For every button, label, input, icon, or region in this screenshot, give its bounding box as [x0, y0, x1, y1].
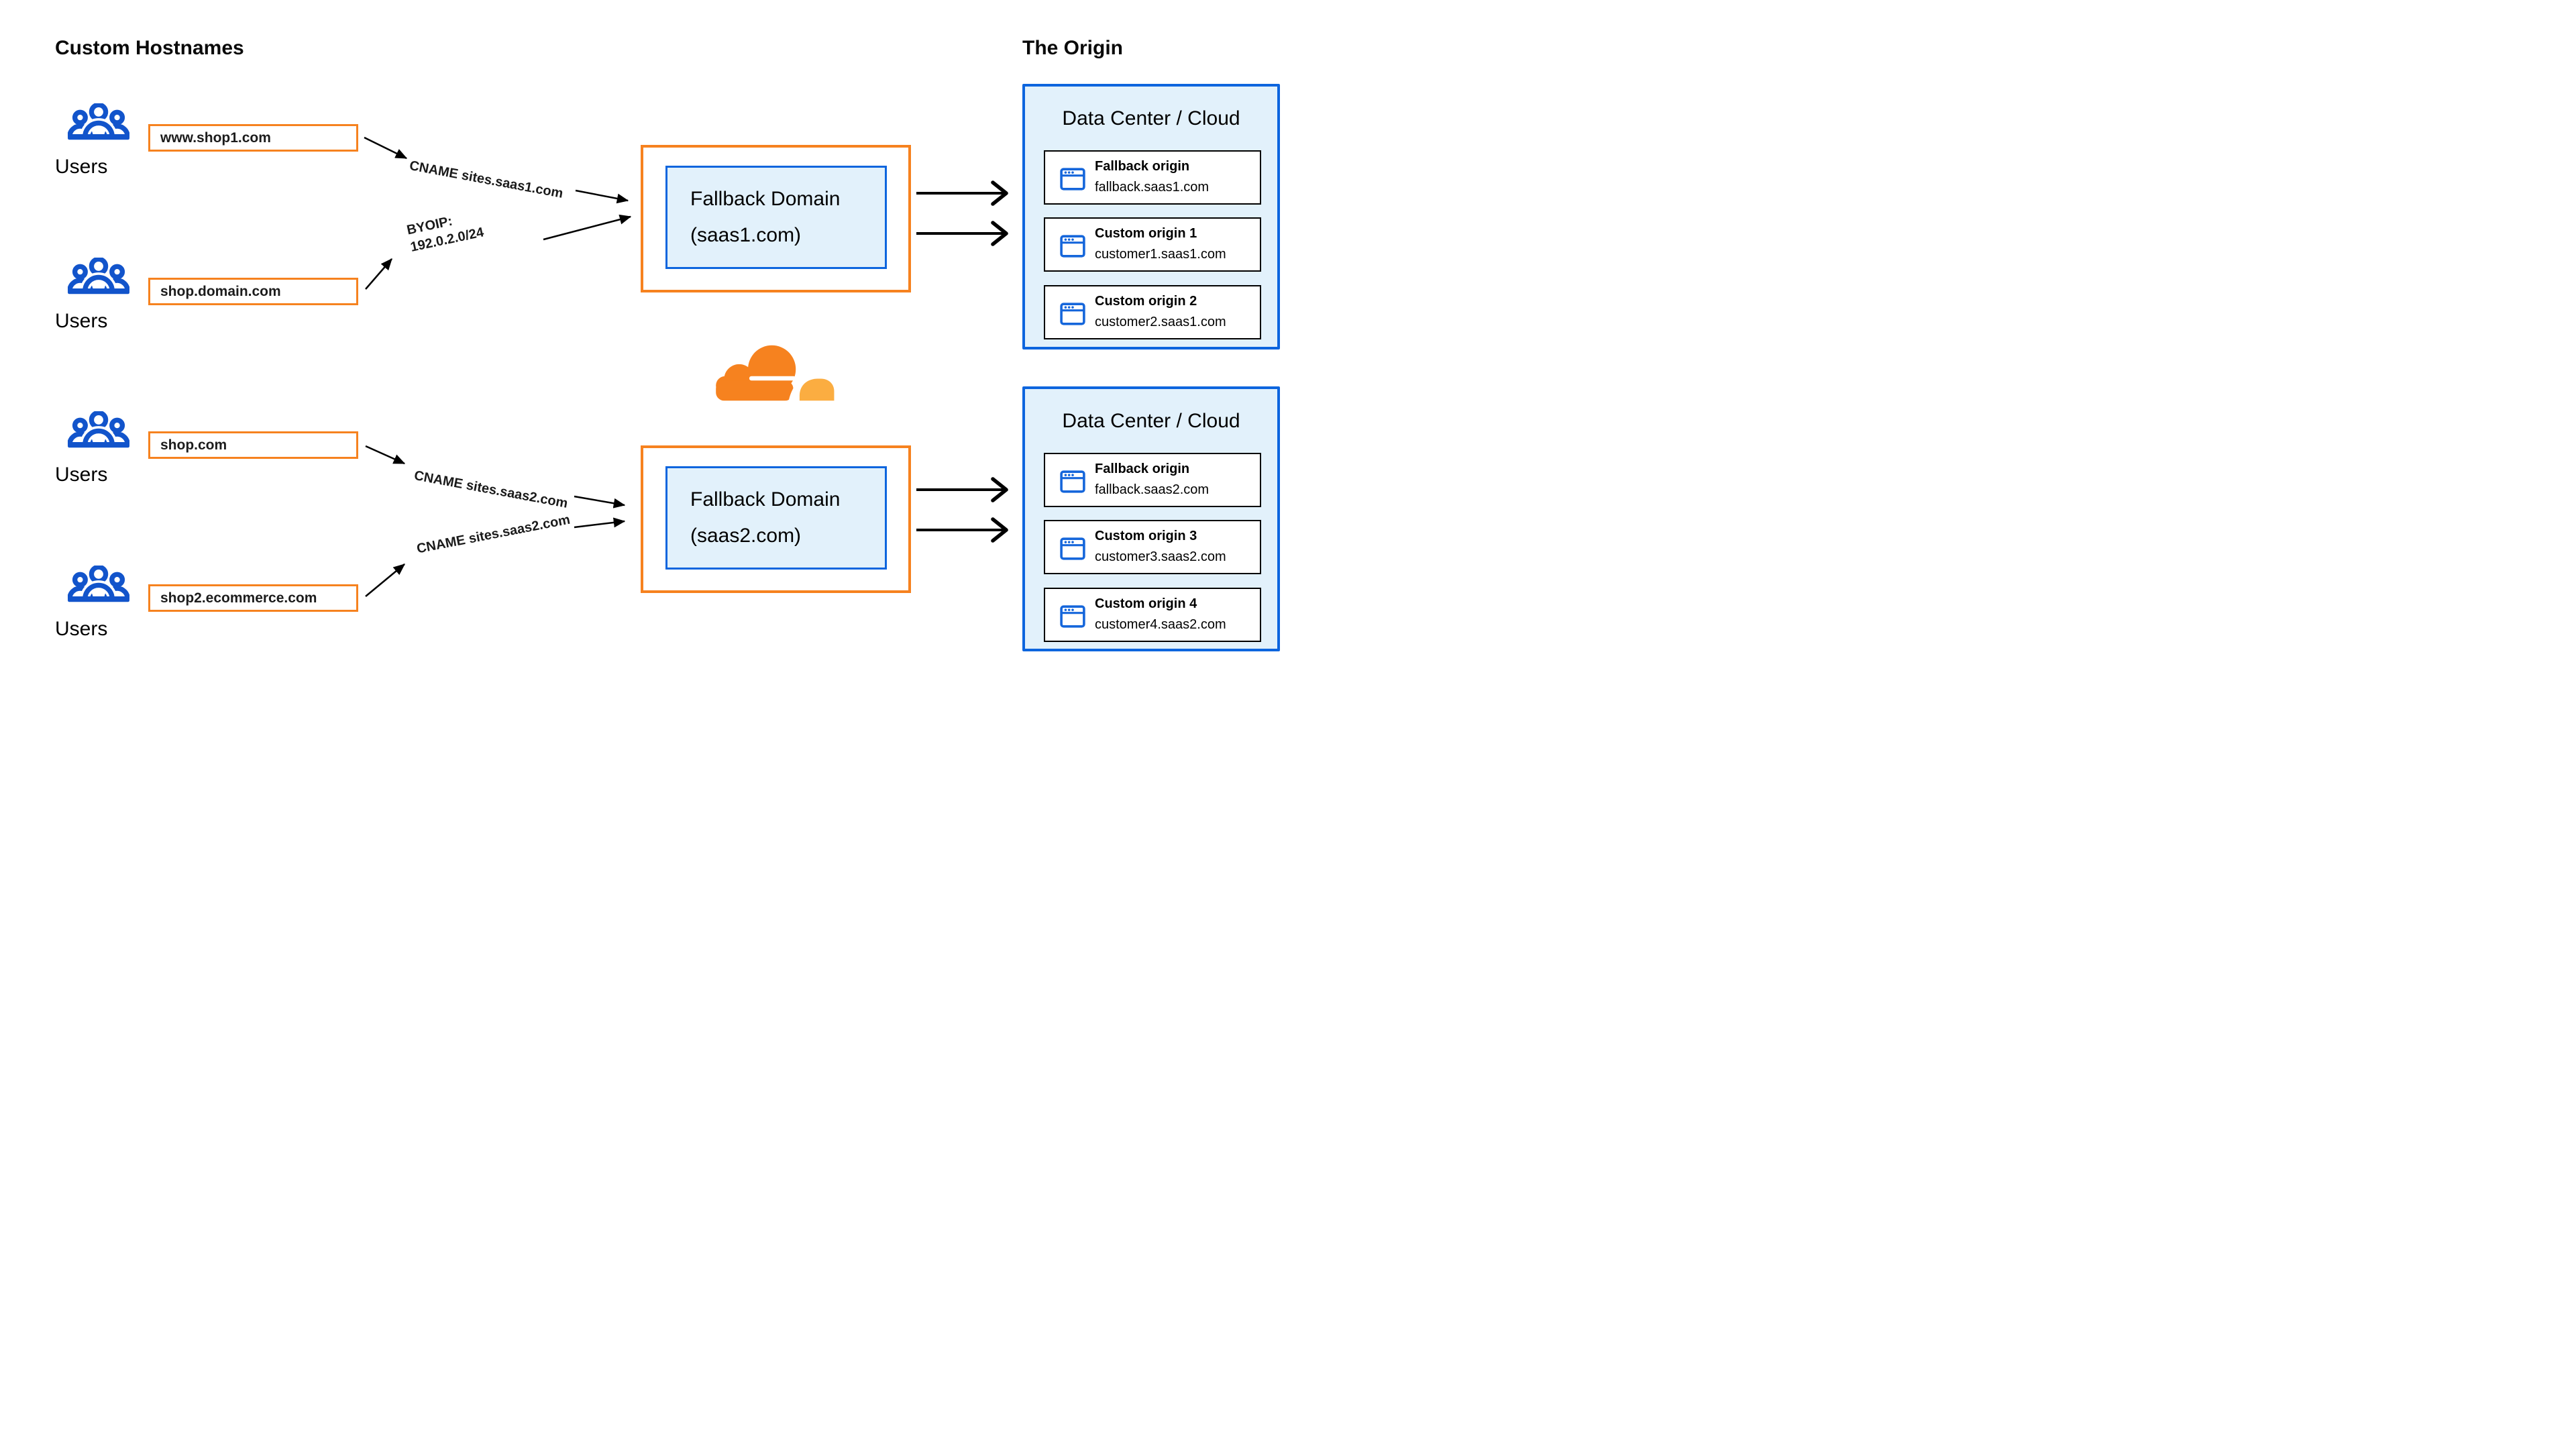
fallback-domain-zone-saas1: Fallback Domain (saas1.com) [641, 145, 911, 292]
fallback-domain-box-saas2: Fallback Domain (saas2.com) [665, 466, 887, 570]
custom-hostnames-title: Custom Hostnames [55, 37, 244, 59]
origin-name: Custom origin 1 [1095, 226, 1197, 241]
arrow-shop1-to-cname1 [364, 136, 408, 160]
hostname-box-shopdomain: shop.domain.com [148, 278, 358, 305]
origin-name: Fallback origin [1095, 159, 1190, 174]
origin-name: Fallback origin [1095, 462, 1190, 476]
fallback-domain-line2: (saas1.com) [690, 224, 802, 246]
hostname-box-shopcom: shop.com [148, 431, 358, 459]
origin-host: customer3.saas2.com [1095, 549, 1226, 564]
browser-window-icon [1060, 470, 1085, 493]
users-label: Users [55, 310, 108, 332]
data-center-title: Data Center / Cloud [1062, 107, 1240, 129]
hostname-box-shop1: www.shop1.com [148, 124, 358, 152]
arrow-cname1-to-fallback1 [575, 189, 629, 204]
users-icon [68, 258, 129, 294]
browser-window-icon [1060, 537, 1085, 560]
origin-card-custom3: Custom origin 3 customer3.saas2.com [1044, 520, 1261, 574]
fallback-domain-zone-saas2: Fallback Domain (saas2.com) [641, 445, 911, 593]
cname-saas2-upper-label: CNAME sites.saas2.com [413, 468, 570, 511]
origin-card-fallback-saas2: Fallback origin fallback.saas2.com [1044, 453, 1261, 507]
origin-host: fallback.saas1.com [1095, 180, 1210, 195]
hostname-box-shop2ecommerce: shop2.ecommerce.com [148, 584, 358, 612]
data-center-box-1: Data Center / Cloud Fallback origin fall… [1022, 84, 1280, 350]
origin-card-custom4: Custom origin 4 customer4.saas2.com [1044, 588, 1261, 642]
origin-host: customer2.saas1.com [1095, 315, 1226, 329]
users-label: Users [55, 156, 108, 178]
data-center-title: Data Center / Cloud [1062, 410, 1240, 432]
browser-window-icon [1060, 235, 1085, 258]
cname-saas1-label: CNAME sites.saas1.com [408, 158, 565, 201]
data-center-box-2: Data Center / Cloud Fallback origin fall… [1022, 386, 1280, 651]
fallback-domain-line2: (saas2.com) [690, 525, 802, 547]
arrow-shopdomain-to-byoip [365, 258, 392, 290]
origin-name: Custom origin 2 [1095, 294, 1197, 309]
fallback-domain-line1: Fallback Domain [690, 188, 841, 210]
arrow-shop2-to-cname2b [365, 564, 405, 597]
fallback-domain-box-saas1: Fallback Domain (saas1.com) [665, 166, 887, 269]
arrow-shopcom-to-cname2a [365, 445, 406, 465]
fallback-domain-line1: Fallback Domain [690, 488, 841, 511]
arrow-byoip-to-fallback1 [543, 214, 632, 241]
the-origin-title: The Origin [1022, 37, 1123, 59]
arrow-cname2b-to-fallback2 [574, 517, 626, 529]
users-label: Users [55, 618, 108, 640]
origin-name: Custom origin 4 [1095, 596, 1197, 611]
origin-host: fallback.saas2.com [1095, 482, 1210, 497]
arrow-cname2a-to-fallback2 [574, 495, 626, 508]
origin-host: customer1.saas1.com [1095, 247, 1226, 262]
browser-window-icon [1060, 605, 1085, 628]
diagram-canvas: Custom Hostnames The Origin [0, 0, 1288, 724]
users-icon [68, 566, 129, 602]
browser-window-icon [1060, 168, 1085, 191]
origin-card-fallback-saas1: Fallback origin fallback.saas1.com [1044, 150, 1261, 205]
browser-window-icon [1060, 303, 1085, 325]
users-label: Users [55, 464, 108, 486]
byoip-label: BYOIP: 192.0.2.0/24 [405, 207, 486, 256]
cloudflare-logo-icon [716, 345, 835, 403]
origin-card-custom2: Custom origin 2 customer2.saas1.com [1044, 285, 1261, 339]
cname-saas2-lower-label: CNAME sites.saas2.com [415, 512, 572, 557]
users-icon [68, 411, 129, 448]
origin-name: Custom origin 3 [1095, 529, 1197, 543]
users-icon [68, 103, 129, 140]
origin-host: customer4.saas2.com [1095, 617, 1226, 632]
origin-card-custom1: Custom origin 1 customer1.saas1.com [1044, 217, 1261, 272]
